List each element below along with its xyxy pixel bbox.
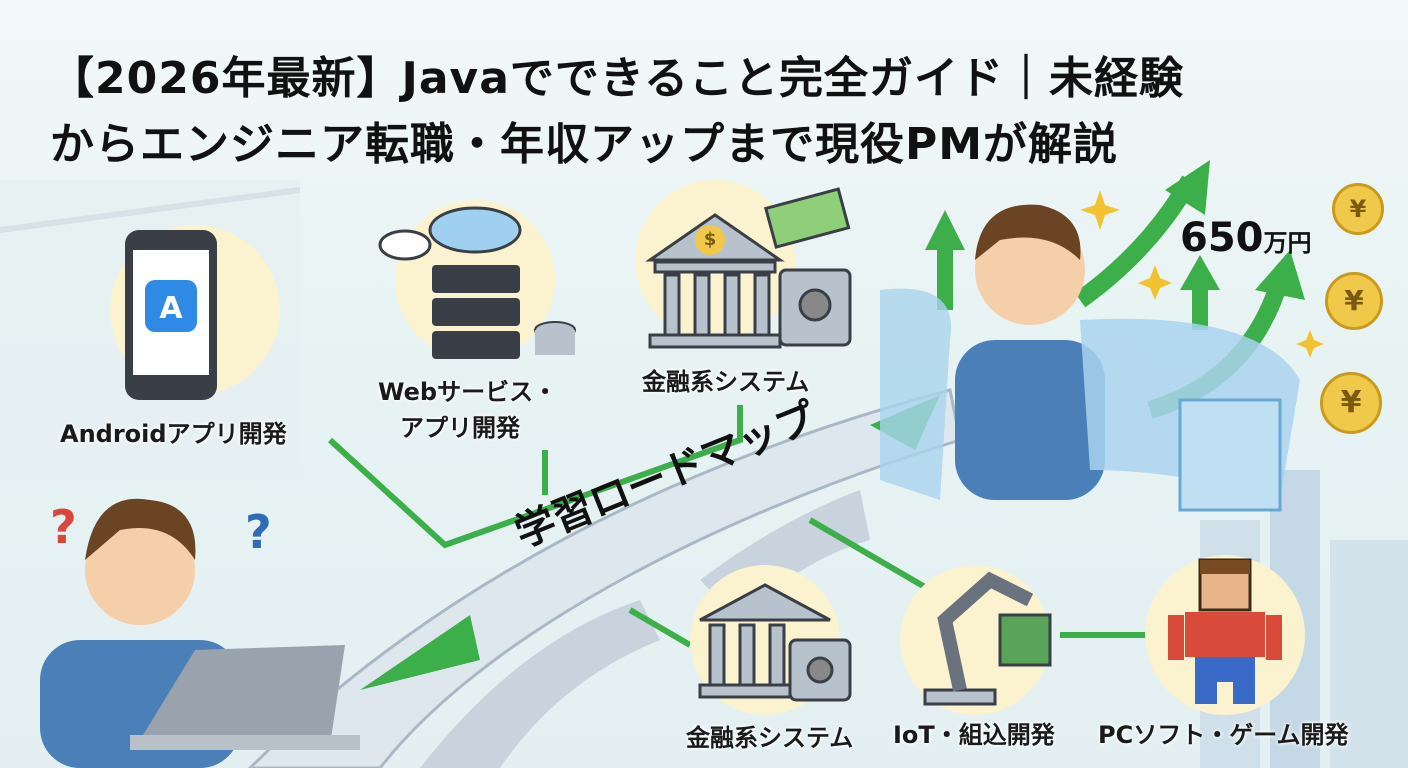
- salary-amount: 650: [1180, 215, 1264, 261]
- robot-arm-icon: [923, 571, 1052, 706]
- label-finance-bottom: 金融系システム: [686, 724, 854, 752]
- sparkle-icons: [1080, 190, 1324, 358]
- dollar-coin-icon: $: [695, 225, 725, 255]
- connector-lines: [327, 405, 1160, 648]
- server-cloud-icon: [378, 206, 576, 359]
- question-mark-icon: ?: [245, 505, 272, 559]
- salary-unit: 万円: [1263, 229, 1312, 257]
- smartphone-icon: A: [125, 230, 217, 400]
- label-iot: IoT・組込開発: [893, 721, 1055, 749]
- yen-coin-icon: ¥: [1332, 183, 1384, 235]
- title-line-2: からエンジニア転職・年収アップまで現役PMが解説: [50, 119, 1119, 170]
- label-web-line1: Webサービス・: [378, 378, 558, 406]
- label-pc-game: PCソフト・ゲーム開発: [1098, 721, 1349, 749]
- salary-badge: 650万円: [1180, 215, 1312, 261]
- bank-icon: [645, 187, 852, 349]
- yen-coin-icon: ¥: [1320, 372, 1382, 434]
- worried-person-illustration: [40, 498, 360, 768]
- roadmap-bridge: [247, 388, 962, 768]
- pixel-character-icon: [1168, 558, 1282, 704]
- label-android: Androidアプリ開発: [60, 420, 287, 448]
- svg-text:A: A: [159, 291, 183, 326]
- pm-person-illustration: [880, 204, 1300, 512]
- yen-coin-icon: ¥: [1325, 272, 1383, 330]
- bank-icon: [698, 583, 852, 702]
- label-finance-top: 金融系システム: [642, 368, 810, 396]
- question-mark-icon: ?: [50, 500, 77, 554]
- label-web-line2: アプリ開発: [400, 414, 520, 442]
- title-line-1: 【2026年最新】Javaでできること完全ガイド｜未経験: [50, 53, 1185, 104]
